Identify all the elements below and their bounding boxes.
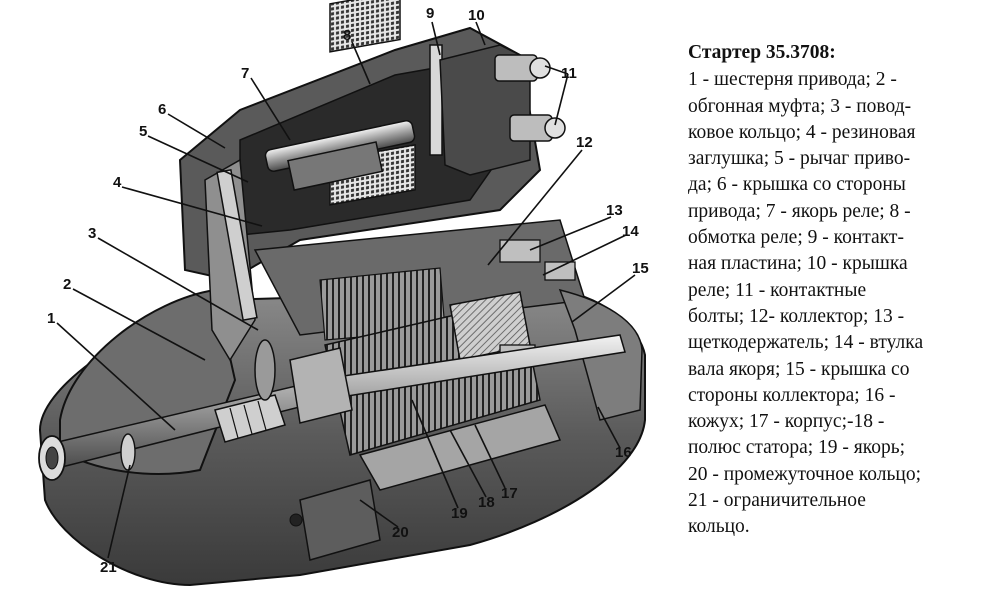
- legend-line: вала якоря; 15 - крышка со: [688, 358, 910, 380]
- leader-lines: [56, 21, 636, 559]
- legend-line: обмотка реле; 9 - контакт-: [688, 227, 904, 249]
- mount-hole: [289, 513, 303, 527]
- label-17: 17: [501, 485, 518, 502]
- legend-line: привода; 7 - якорь реле; 8 -: [688, 200, 911, 222]
- label-6: 6: [158, 101, 166, 118]
- label-7: 7: [241, 65, 249, 82]
- overrunning-clutch: [289, 347, 353, 424]
- legend-line: болты; 12- коллектор; 13 -: [688, 305, 905, 327]
- drive-pinion: [214, 394, 286, 443]
- label-11: 11: [561, 65, 577, 82]
- shaft-end-bore: [45, 446, 59, 470]
- label-2: 2: [63, 276, 71, 293]
- legend-line: обгонная муфта; 3 - повод-: [688, 95, 912, 117]
- label-8: 8: [343, 27, 351, 44]
- legend-line: заглушка; 5 - рычаг приво-: [688, 148, 911, 170]
- legend-title: Стартер 35.3708:: [688, 42, 836, 63]
- starter-cutaway-illustration: 1 2 3 4 5 6 7 8 9 10 11 12 13 14 15 16 1…: [38, 0, 649, 587]
- label-21: 21: [100, 559, 117, 576]
- label-16: 16: [615, 444, 632, 461]
- label-12: 12: [576, 134, 593, 151]
- legend-line: да; 6 - крышка со стороны: [688, 174, 906, 196]
- drive-ring: [254, 339, 276, 401]
- label-14: 14: [622, 223, 639, 240]
- legend-line: ковое кольцо; 4 - резиновая: [688, 121, 916, 143]
- label-15: 15: [632, 260, 649, 277]
- label-13: 13: [606, 202, 623, 219]
- legend-line: ная пластина; 10 - крышка: [688, 253, 908, 275]
- label-10: 10: [468, 7, 485, 24]
- limiting-ring: [120, 433, 136, 471]
- legend-line: полюс статора; 19 - якорь;: [688, 437, 906, 459]
- parts-legend: Стартер 35.3708: 1 - шестерня привода; 2…: [688, 40, 978, 541]
- label-4: 4: [113, 174, 122, 191]
- legend-line: 1 - шестерня привода; 2 -: [688, 69, 897, 91]
- label-18: 18: [478, 494, 495, 511]
- legend-line: щеткодержатель; 14 - втулка: [688, 332, 924, 354]
- label-9: 9: [426, 5, 434, 22]
- legend-line: стороны коллектора; 16 -: [688, 384, 896, 406]
- label-3: 3: [88, 225, 96, 242]
- label-20: 20: [392, 524, 409, 541]
- label-5: 5: [139, 123, 147, 140]
- label-1: 1: [47, 310, 55, 327]
- relay-core: [287, 141, 384, 191]
- relay-winding-upper: [329, 0, 401, 53]
- legend-line: 21 - ограничительное: [688, 490, 866, 512]
- legend-line: кольцо.: [688, 516, 750, 538]
- label-19: 19: [451, 505, 468, 522]
- contact-bolts: [494, 54, 566, 142]
- legend-line: 20 - промежуточное кольцо;: [688, 463, 922, 485]
- legend-line: реле; 11 - контактные: [688, 279, 867, 301]
- legend-line: кожух; 17 - корпус;-18 -: [688, 411, 885, 433]
